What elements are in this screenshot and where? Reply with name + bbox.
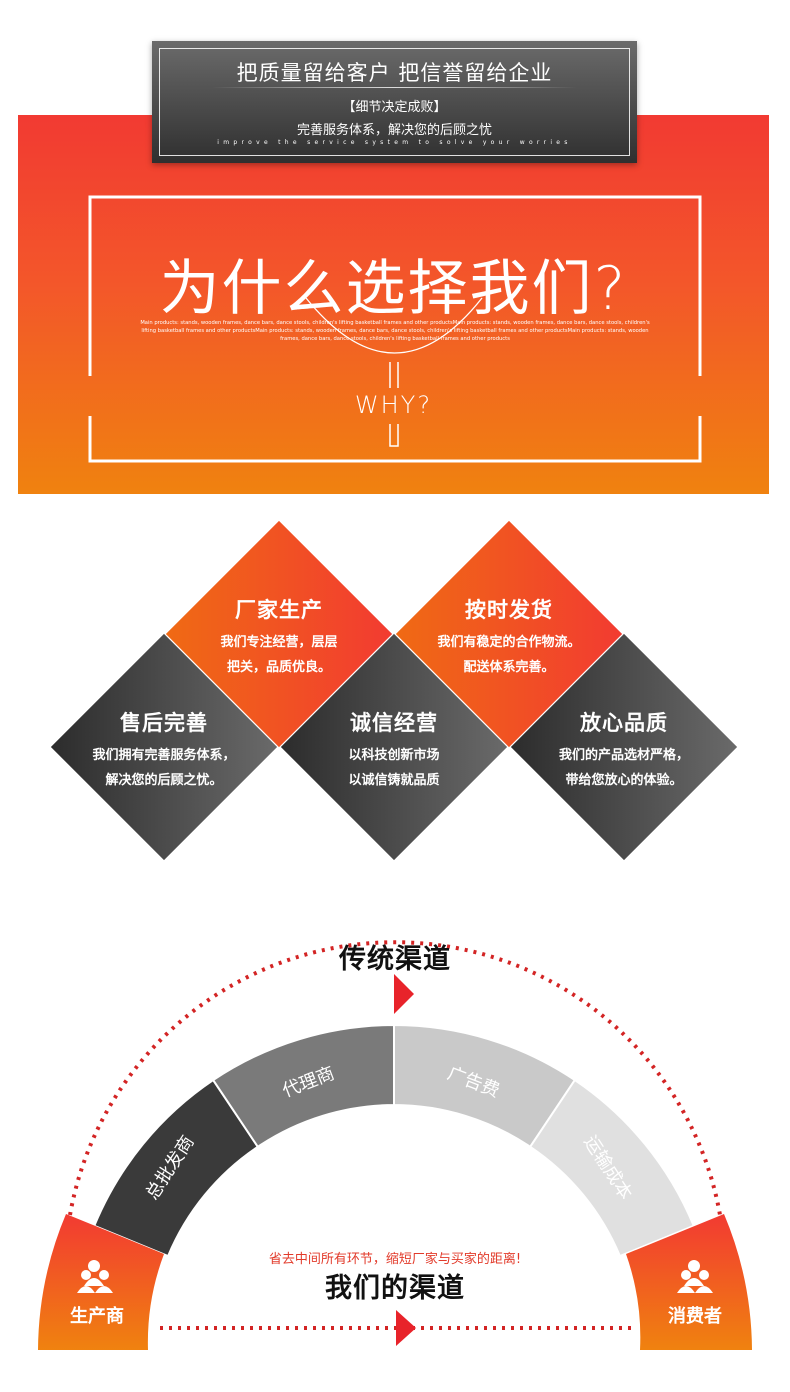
feature-line: 以诚信铸就品质 [348, 773, 440, 788]
banner-divider [212, 87, 577, 88]
banner-subtitle-2: 完善服务体系，解决您的后顾之忧 [296, 123, 492, 138]
feature-title: 售后完善 [120, 711, 208, 735]
consumer-label: 消费者 [668, 1306, 722, 1327]
traditional-channel-title: 传统渠道 [339, 944, 451, 975]
why-title: 为什么选择我们? [159, 254, 628, 324]
feature-line: 解决您的后顾之忧。 [105, 773, 223, 788]
dotted-arc [68, 940, 722, 1216]
feature-delivery: 按时发货 我们有稳定的合作物流。 配送体系完善。 [409, 594, 609, 680]
feature-aftersales: 售后完善 我们拥有完善服务体系， 解决您的后顾之忧。 [64, 707, 264, 793]
group-people-icon [677, 1260, 713, 1293]
producer-label: 生产商 [70, 1306, 124, 1327]
feature-line: 我们的产品选材严格， [558, 748, 689, 763]
feature-line: 带给您放心的体验。 [565, 773, 683, 788]
feature-title: 放心品质 [580, 711, 668, 735]
banner-border [159, 48, 630, 156]
arrow-right-icon [394, 974, 414, 1014]
feature-line: 我们有稳定的合作物流。 [437, 635, 581, 650]
why-word: WHY? [354, 391, 433, 419]
feature-title: 按时发货 [465, 598, 553, 622]
feature-title: 诚信经营 [350, 711, 438, 735]
feature-line: 我们专注经营，层层 [220, 635, 338, 650]
banner-title: 把质量留给客户 把信誉留给企业 [236, 61, 553, 85]
banner-english: improve the service system to solve your… [217, 139, 572, 146]
why-description: Main products: stands, wooden frames, da… [140, 320, 650, 342]
our-channel-title: 我们的渠道 [325, 1273, 465, 1304]
feature-integrity: 诚信经营 以科技创新市场 以诚信铸就品质 [294, 707, 494, 793]
channel-slogan: 省去中间所有环节，缩短厂家与买家的距离! [268, 1252, 522, 1267]
banner-subtitle-1: 【细节决定成败】 [342, 100, 447, 115]
why-frame [88, 195, 702, 463]
feature-line: 把关，品质优良。 [226, 660, 331, 675]
arrow-right-icon [396, 1310, 416, 1346]
feature-title: 厂家生产 [235, 598, 323, 622]
group-people-icon [77, 1260, 113, 1293]
feature-quality: 放心品质 我们的产品选材严格， 带给您放心的体验。 [524, 707, 724, 793]
feature-line: 以科技创新市场 [348, 748, 440, 763]
banner: 把质量留给客户 把信誉留给企业 【细节决定成败】 完善服务体系，解决您的后顾之忧… [152, 41, 637, 163]
feature-line: 我们拥有完善服务体系， [92, 748, 236, 763]
feature-line: 配送体系完善。 [463, 660, 555, 675]
feature-factory: 厂家生产 我们专注经营，层层 把关，品质优良。 [179, 594, 379, 680]
segment-shipping [528, 1078, 696, 1258]
hero-background [18, 115, 769, 494]
